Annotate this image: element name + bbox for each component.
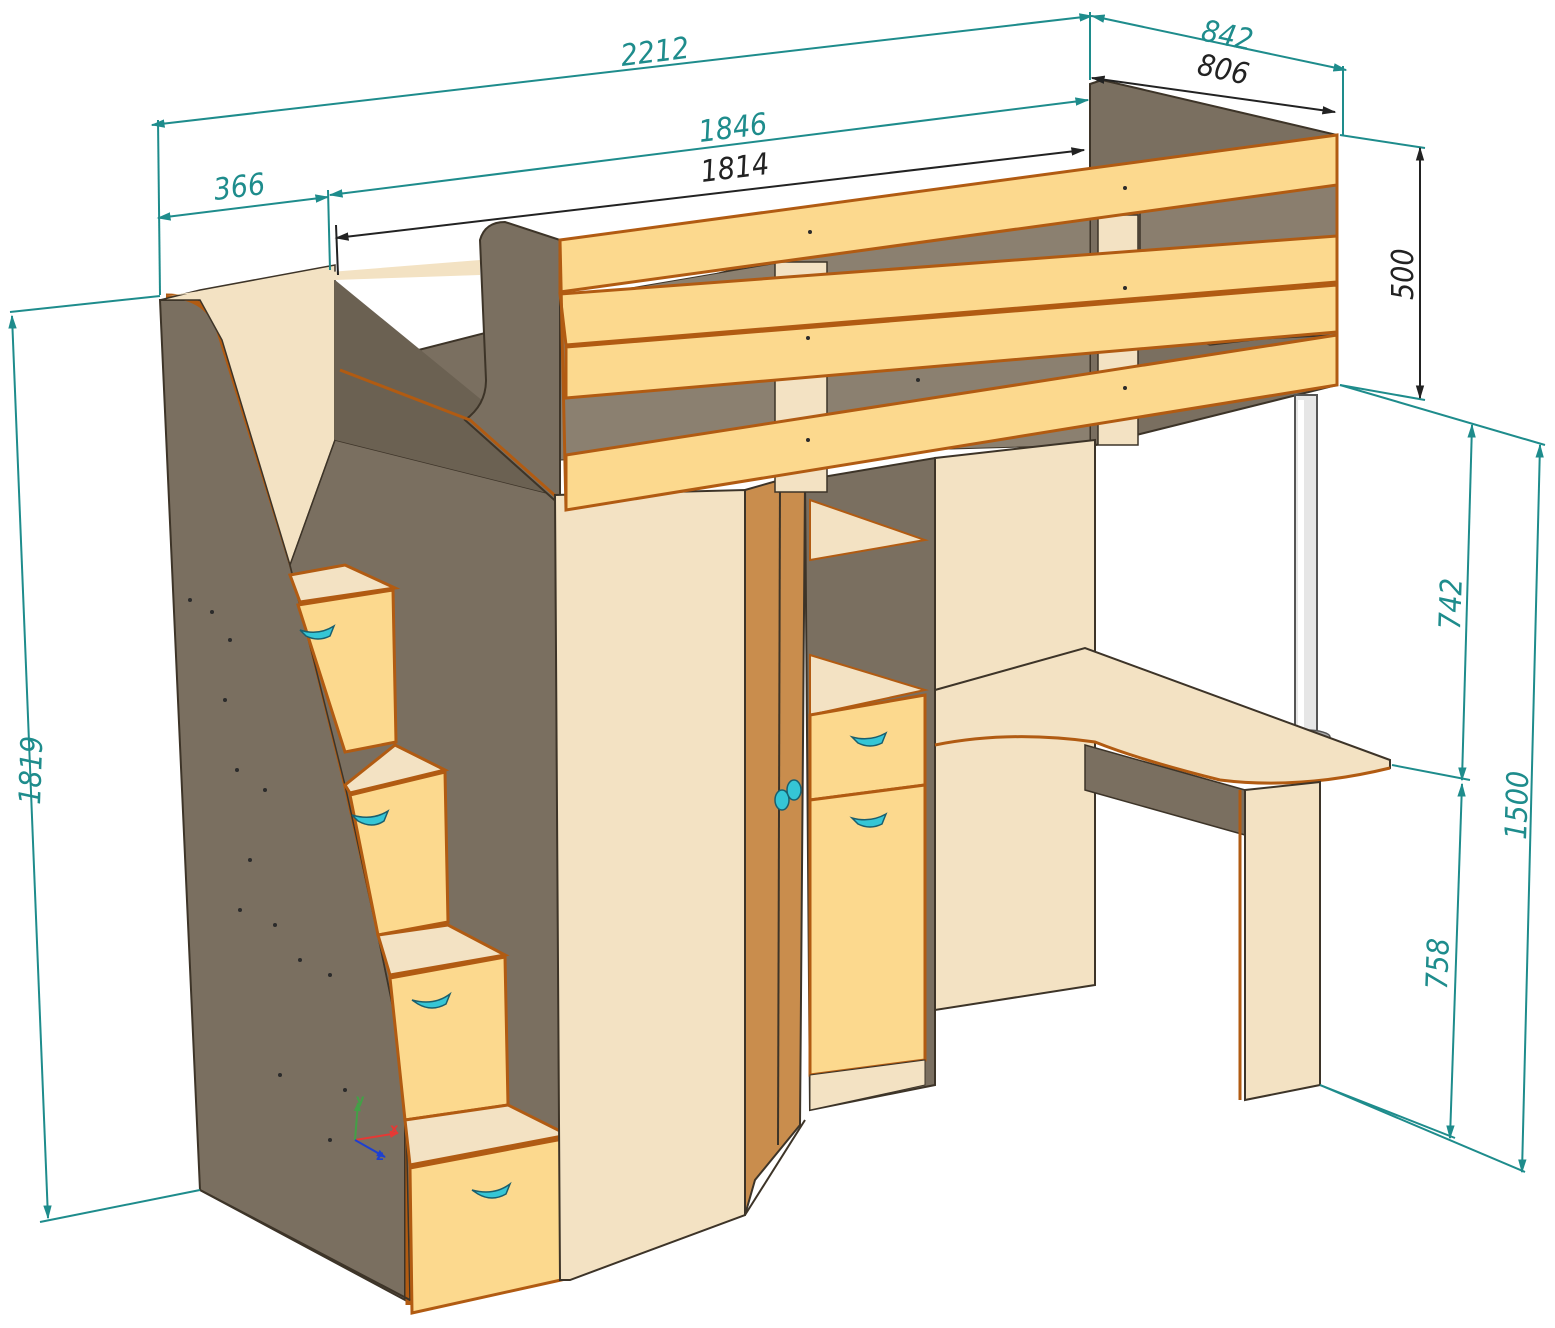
screw-holes [188,598,347,1142]
label-500: 500 [1386,248,1421,300]
label-1846: 1846 [697,107,769,150]
dim-line-1814 [334,147,1086,241]
support-pole [1281,394,1331,745]
dim-line-1500 [1518,443,1544,1174]
axis-triad: y x z [353,1093,399,1164]
axis-y-label: y [356,1093,365,1108]
dim-line-2212 [150,13,1094,128]
label-366: 366 [212,167,267,208]
handle-icon [351,809,390,826]
wardrobe [553,478,807,1281]
label-1819: 1819 [13,735,50,805]
dim-line-758 [1446,782,1466,1140]
dim-line-742 [1458,423,1476,782]
shelf-door[interactable] [808,783,927,1077]
label-1500: 1500 [1499,770,1536,840]
door-knob-icon [774,789,790,811]
handle-icon [849,812,888,828]
axis-x-label: x [390,1122,399,1137]
rails [558,133,1339,512]
door-knob-icon [786,779,802,801]
desk-leg [1244,780,1321,1102]
handle-icon [849,731,888,747]
axis-z-label: z [376,1149,384,1164]
handle-icon [471,1181,512,1199]
dimension-labels: 2212 842 806 1846 1814 366 1819 500 742 … [13,14,1536,991]
dim-line-842 [1090,14,1348,72]
handles [299,624,512,1199]
desk [934,646,1391,1102]
handle-icon [299,624,336,640]
dim-line-366 [156,194,330,221]
label-1814: 1814 [699,147,771,190]
dim-line-1819 [8,314,52,1220]
dim-line-806 [1090,75,1337,115]
label-758: 758 [1420,938,1457,991]
wardrobe-door[interactable] [744,478,807,1216]
step-drawer-2[interactable] [348,770,450,937]
label-742: 742 [1433,578,1470,631]
label-2212: 2212 [619,31,691,74]
shelf-drawer[interactable] [808,693,927,802]
step-drawer-3[interactable] [388,955,510,1122]
handle-icon [411,991,452,1009]
shelf-unit [803,456,936,1112]
step-drawer-4[interactable] [408,1136,572,1315]
dimension-lines-black [334,75,1425,400]
